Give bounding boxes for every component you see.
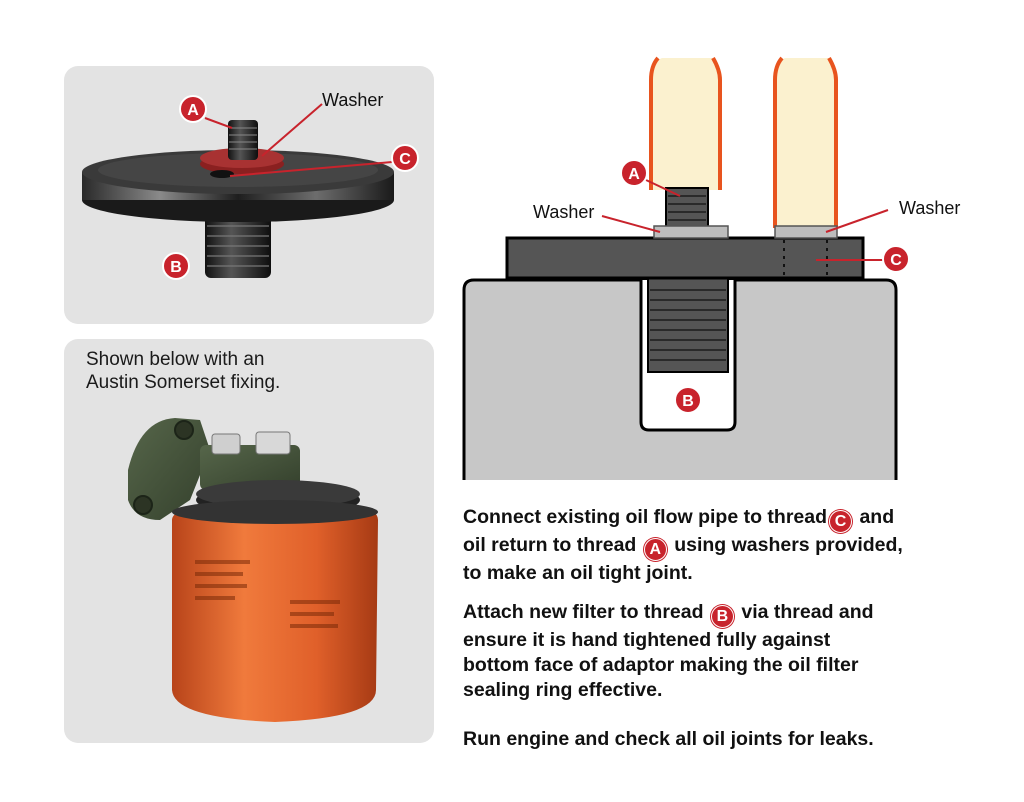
step2-text-5: sealing ring effective.	[463, 679, 663, 701]
thread-a-ridges	[229, 127, 257, 150]
svg-text:C: C	[890, 252, 902, 269]
instruction-step-3: Run engine and check all oil joints for …	[463, 727, 983, 752]
svg-text:B: B	[170, 259, 182, 276]
leader-a-diagram	[645, 179, 681, 197]
step1-text-3: oil return to thread	[463, 534, 637, 556]
step1-text-5: to make an oil tight joint.	[463, 562, 693, 584]
washer-left-label: Washer	[533, 202, 594, 222]
leader-washer-right	[825, 209, 889, 233]
thread-c-port	[210, 170, 234, 178]
step1-badge-c: C	[829, 510, 853, 533]
adaptor-plate-section	[505, 236, 865, 280]
thread-a-section	[665, 187, 709, 229]
instruction-step-2: Attach new filter to thread B via thread…	[463, 600, 983, 703]
step2-text-1: Attach new filter to thread	[463, 601, 704, 623]
svg-text:C: C	[399, 151, 411, 168]
caption-line-2: Austin Somerset fixing.	[86, 372, 281, 393]
thread-a-stud	[228, 120, 258, 160]
filter-print	[195, 560, 340, 628]
leader-a	[204, 117, 233, 129]
bracket-block	[200, 445, 300, 490]
svg-text:B: B	[682, 393, 694, 410]
oil-flow-pipe	[775, 58, 836, 228]
thread-a-section-lines	[668, 195, 706, 221]
instruction-step-1: Connect existing oil flow pipe to thread…	[463, 505, 983, 586]
leader-c	[229, 161, 393, 177]
badge-c: C	[391, 144, 419, 172]
fitted-photo	[128, 418, 378, 722]
diagram-badge-b: B	[674, 386, 702, 414]
bolt-head-right	[255, 431, 291, 455]
thread-b-section-lines	[650, 289, 726, 361]
adaptor-photo: A C B Washer	[82, 90, 419, 280]
bolt-head-left	[211, 433, 241, 455]
thread-c-bore	[783, 240, 828, 276]
diagram-badge-c: C	[882, 245, 910, 273]
washer-right-label: Washer	[899, 198, 960, 218]
washer-label: Washer	[322, 90, 383, 110]
oil-filter-top-plate	[172, 500, 378, 524]
step1-badge-a: A	[643, 538, 667, 561]
step1-text-4: using washers provided,	[674, 534, 903, 556]
mounting-bracket	[128, 418, 210, 520]
svg-text:A: A	[628, 166, 640, 183]
oil-return-pipe	[651, 58, 720, 190]
oil-filter-canister	[172, 508, 378, 722]
step1-text-1: Connect existing oil flow pipe to thread	[463, 506, 828, 528]
step1-text-2: and	[859, 506, 895, 528]
step2-badge-b: B	[710, 605, 734, 628]
svg-text:A: A	[187, 102, 199, 119]
step2-text-2: via thread and	[741, 601, 874, 623]
diagram-badge-a: A	[620, 159, 648, 187]
caption-line-1: Shown below with an	[86, 349, 265, 370]
badge-b: B	[162, 252, 190, 280]
leader-washer-left	[601, 215, 661, 233]
cross-section-diagram: Washer Washer A C B	[462, 56, 960, 480]
leader-washer	[261, 103, 323, 157]
badge-a: A	[179, 95, 207, 123]
washer-left-section	[653, 225, 729, 239]
step2-text-3: ensure it is hand tightened fully agains…	[463, 629, 831, 651]
thread-b-ridges	[207, 225, 269, 267]
fitted-photo-caption: Shown below with an Austin Somerset fixi…	[86, 348, 386, 394]
step3-text: Run engine and check all oil joints for …	[463, 728, 874, 750]
washer-right-section	[774, 225, 838, 239]
step2-text-4: bottom face of adaptor making the oil fi…	[463, 654, 859, 676]
